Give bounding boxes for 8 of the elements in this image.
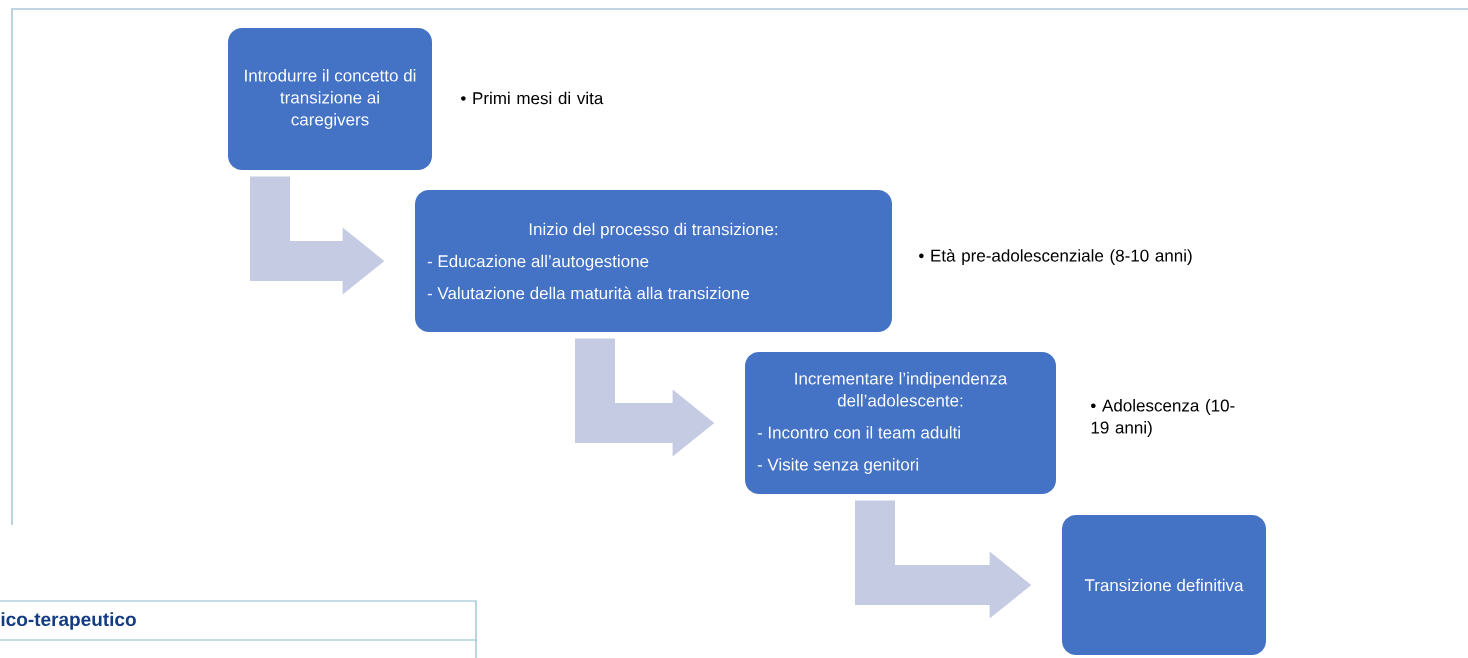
process-box: Incrementare l’indipendenza dell’adolescente: - Incontro con il team adulti - Visite senza genitori — [745, 352, 1056, 494]
process-box: Transizione definitiva — [1062, 515, 1266, 655]
bullet-note: • Età pre-adolescenziale (8-10 anni) — [919, 249, 1192, 265]
bullet-note: • Primi mesi di vita — [461, 91, 604, 105]
table-header-cell: ico-terapeutico — [0, 600, 477, 641]
process-box: Introdurre il concetto di transizione ai caregivers — [228, 28, 432, 170]
process-box: Inizio del processo di transizione: - Educazione all’autogestione - Valutazione della maturità alla transizione — [415, 190, 892, 332]
bullet-note: • Adolescenza (10-19 anni) — [1091, 399, 1235, 437]
